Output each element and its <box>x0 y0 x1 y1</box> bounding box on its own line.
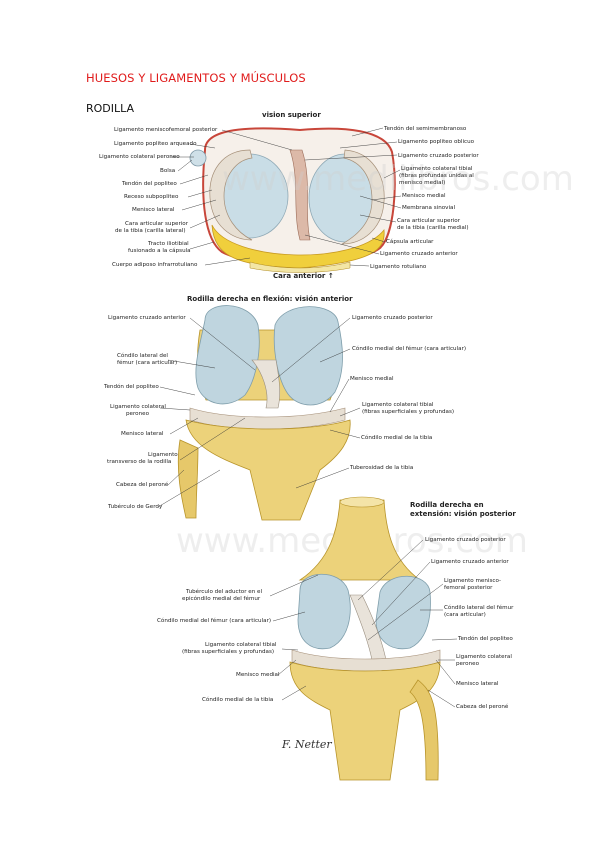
superior-view-right-labels: Tendón del semimembranoso Ligamento popl… <box>304 125 479 270</box>
label-lig-popliteo-arqueado: Ligamento popliteo arqueado <box>114 141 197 147</box>
label-mid-tendon-popliteo: Tendón del popliteo <box>103 383 159 390</box>
lateral-femoral-condyle-posterior <box>375 575 431 650</box>
label-membrana-sinovial: Membrana sinovial <box>402 205 455 211</box>
label-mid-lig-transverso-2: transverso de la rodilla <box>107 459 171 465</box>
infrapatellar-fat-pad <box>211 224 385 269</box>
label-tendon-semimembranoso: Tendón del semimembranoso <box>383 125 467 132</box>
label-mid-tuberculo-gerdy: Tubérculo de Gerdy <box>107 503 163 510</box>
label-bot-lig-meniscofemoral-2: femoral posterior <box>444 585 493 591</box>
label-bot-lig-cruzado-post: Ligamento cruzado posterior <box>425 537 506 543</box>
extension-view-left-labels: Tubérculo del aductor en el epicóndilo m… <box>157 574 319 703</box>
label-bot-menisco-medial: Menisco medial <box>236 672 280 678</box>
label-lig-cruzado-anterior-top: Ligamento cruzado anterior <box>380 251 458 257</box>
lateral-meniscus <box>209 149 253 241</box>
superior-view-title: vision superior <box>262 111 321 119</box>
label-bot-lig-cruzado-ant: Ligamento cruzado anterior <box>431 559 509 565</box>
flexion-view-right-labels: Ligamento cruzado posterior Cóndilo medi… <box>271 315 466 489</box>
medial-meniscus <box>340 149 385 245</box>
label-bot-condilo-medial-tibia: Cóndilo medial de la tibia <box>202 696 273 703</box>
cara-anterior-caption: Cara anterior ↑ <box>273 272 334 280</box>
label-lig-cruzado-post: Ligamento cruzado posterior <box>398 153 479 159</box>
flexion-view-title: Rodilla derecha en flexión: visión anter… <box>187 295 353 303</box>
flexion-anterior-figure: Rodilla derecha en flexión: visión anter… <box>103 295 528 561</box>
watermark-top: www.medilibros.com <box>222 159 574 199</box>
label-bot-lig-colateral-tibial-2: (fibras superficiales y profundas) <box>182 649 274 655</box>
label-mid-tuberosidad-tibia: Tuberosidad de la tibia <box>349 465 413 471</box>
label-mid-lig-colateral-tibial-1: Ligamento colateral tibial <box>362 402 434 408</box>
cruciate-ligaments-mid <box>251 359 280 409</box>
label-cara-articular-sup-1: Cara articular superior <box>125 221 189 227</box>
artist-signature: F. Netter <box>281 738 332 751</box>
label-lig-rotuliano: Ligamento rotuliano <box>370 264 427 270</box>
extension-view-title-2: extensión: visión posterior <box>410 510 516 518</box>
label-mid-condilo-medial-tibia: Cóndilo medial de la tibia <box>361 434 432 441</box>
label-cara-articular-medial-2: de la tibia (carilla medial) <box>397 225 469 231</box>
label-mid-menisco-lateral: Menisco lateral <box>121 431 164 437</box>
tibia-posterior <box>289 661 441 781</box>
label-bot-lig-colateral-peroneo-2: peroneo <box>456 661 480 667</box>
label-mid-lig-cruzado-post: Ligamento cruzado posterior <box>352 315 433 321</box>
label-mid-cabeza-perone: Cabeza del peroné <box>116 481 169 488</box>
label-mid-condilo-lateral-2: fémur (cara articular) <box>117 359 177 366</box>
label-bot-lig-colateral-peroneo-1: Ligamento colateral <box>456 654 512 660</box>
label-bot-tuberculo-aductor-1: Tubérculo del aductor en el <box>185 588 262 595</box>
label-bot-menisco-lateral: Menisco lateral <box>456 681 499 687</box>
label-bot-condilo-medial-femur: Cóndilo medial del fémur (cara articular… <box>157 617 271 624</box>
label-bot-lig-colateral-tibial-1: Ligamento colateral tibial <box>205 642 277 648</box>
label-bot-cabeza-perone: Cabeza del peroné <box>456 703 509 710</box>
label-mid-condilo-medial: Cóndilo medial del fémur (cara articular… <box>352 345 466 352</box>
label-bot-tendon-popliteo: Tendón del popliteo <box>457 635 513 642</box>
label-bot-condilo-lateral-2: (cara articular) <box>444 612 486 618</box>
label-lig-colateral-tibial-1: Ligamento colateral tibial <box>401 166 473 172</box>
patellar-ligament <box>249 261 351 273</box>
label-bot-tuberculo-aductor-2: epicóndilo medial del fémur <box>182 595 261 602</box>
bursa <box>189 149 207 167</box>
superior-view-figure: vision superior www.medilibros.com Ligam… <box>99 111 574 280</box>
label-tendon-popliteo: Tendón del popliteo <box>121 180 177 187</box>
flexion-view-left-labels: Ligamento cruzado anterior Cóndilo later… <box>103 315 256 510</box>
label-lig-colateral-tibial-2: (fibras profundas unidas al <box>399 173 474 179</box>
extension-posterior-figure: Rodilla derecha en extensión: visión pos… <box>157 496 516 781</box>
label-lig-colateral-tibial-3: menisco medial) <box>399 180 445 186</box>
label-mid-condilo-lateral-1: Cóndilo lateral del <box>117 352 168 359</box>
label-mid-lig-cruzado-ant: Ligamento cruzado anterior <box>108 315 186 321</box>
fibula-mid <box>177 439 199 519</box>
label-lig-colateral-peroneo: Ligamento colateral peroneo <box>99 154 180 160</box>
label-bot-lig-meniscofemoral-1: Ligamento menisco- <box>444 578 501 584</box>
label-tracto-iliotibial-2: fusionado a la cápsula <box>128 247 191 254</box>
tibia-mid <box>185 419 351 521</box>
lateral-femoral-condyle <box>195 305 260 405</box>
subsection-title: RODILLA <box>86 102 135 115</box>
medial-femoral-condyle <box>273 306 343 406</box>
label-lig-popliteo-obliquo: Ligamento popliteo oblicuo <box>398 139 475 145</box>
label-tracto-iliotibial-1: Tracto iliotibial <box>147 241 189 247</box>
cruciate-ligaments <box>289 149 311 241</box>
label-menisco-lateral: Menisco lateral <box>132 207 175 213</box>
label-menisco-medial: Menisco medial <box>402 193 446 199</box>
superior-view-left-labels: Ligamento meniscofemoral posterior Ligam… <box>99 127 293 268</box>
label-capsula-articular: Cápsula articular <box>386 238 434 245</box>
label-mid-lig-transverso-1: Ligamento <box>148 452 178 458</box>
label-mid-menisco-medial: Menisco medial <box>350 376 394 382</box>
label-cara-articular-medial-1: Cara articular superior <box>397 218 461 224</box>
label-receso-subpopliteo: Receso subpopliteo <box>124 194 179 200</box>
label-lig-meniscofemoral-post: Ligamento meniscofemoral posterior <box>114 127 218 133</box>
medial-femoral-condyle-posterior <box>297 573 351 650</box>
label-mid-lig-colateral-tibial-2: (fibras superficiales y profundas) <box>362 409 454 415</box>
label-mid-lig-colateral-1: Ligamento colateral <box>110 404 166 410</box>
section-title: HUESOS Y LIGAMENTOS Y MÚSCULOS <box>86 71 306 85</box>
extension-view-right-labels: Ligamento cruzado posterior Ligamento cr… <box>357 537 514 710</box>
femur-cut-surface <box>339 496 385 508</box>
extension-view-title-1: Rodilla derecha en <box>410 501 484 509</box>
label-mid-lig-colateral-2: peroneo <box>126 411 150 417</box>
label-bolsa: Bolsa <box>160 168 175 174</box>
label-cuerpo-adiposo: Cuerpo adiposo infrarrotuliano <box>112 262 198 268</box>
fibula-posterior <box>409 679 439 781</box>
label-bot-condilo-lateral-1: Cóndilo lateral del fémur <box>444 604 514 611</box>
label-cara-articular-sup-2: de la tibia (carilla lateral) <box>115 228 186 234</box>
